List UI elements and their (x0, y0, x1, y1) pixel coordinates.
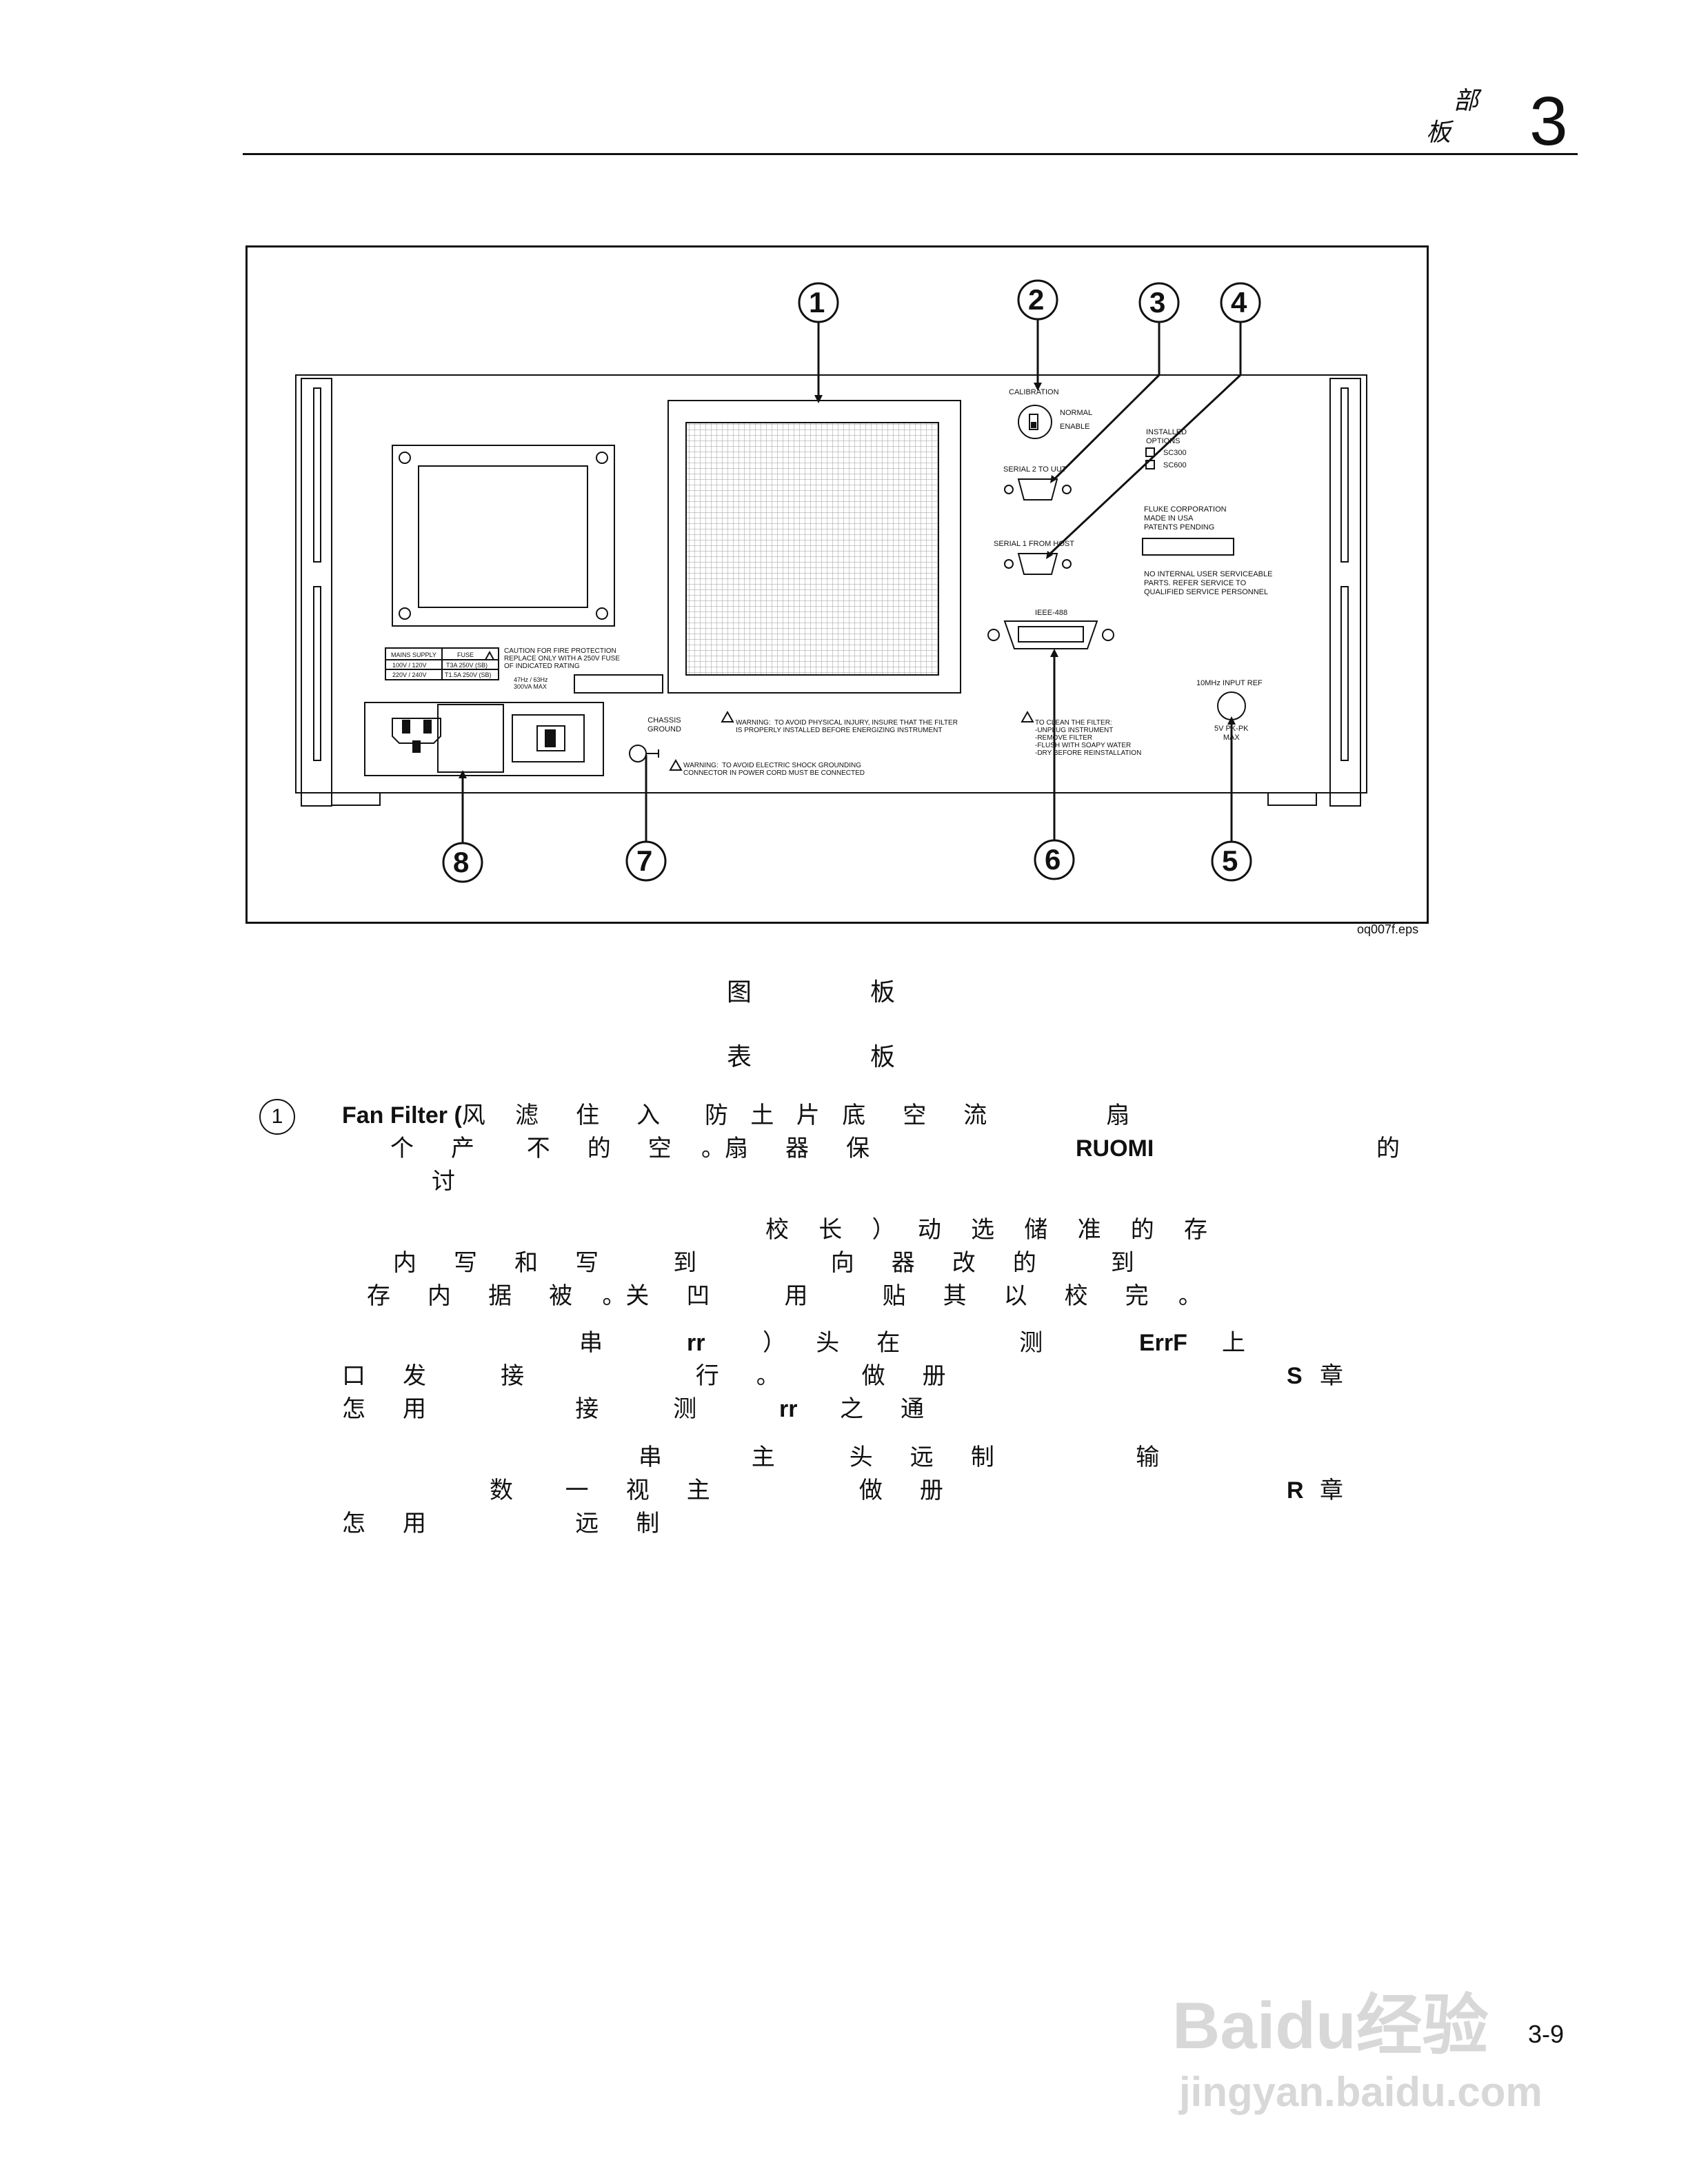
label-serial2: SERIAL 2 TO UUT (1003, 465, 1067, 474)
figure-caption-a: 图 (727, 978, 752, 1007)
label-f1: T3A 250V (SB) (446, 662, 488, 669)
label-normal: NORMAL (1060, 409, 1093, 417)
header-rule (243, 153, 1578, 155)
item-3-line-2-tail: 章 (1320, 1362, 1343, 1390)
label-warning-filter: WARNING: TO AVOID PHYSICAL INJURY, INSUR… (736, 719, 958, 734)
label-no-internal: NO INTERNAL USER SERVICEABLE PARTS. REFE… (1144, 570, 1273, 596)
label-sc300: SC300 (1163, 449, 1187, 457)
callout-2-circle (1017, 279, 1058, 321)
item-1-line-3: 讨 (432, 1168, 455, 1195)
label-freq: 47Hz / 63Hz 300VA MAX (514, 676, 548, 690)
label-ref-vpk: 5V PK-PK MAX (1214, 725, 1249, 742)
rear-panel-drawing (295, 279, 1367, 883)
label-calibration: CALIBRATION (1009, 388, 1059, 396)
item-4-line-2-tail: 章 (1320, 1477, 1343, 1504)
item-1-line-1: Fan Filter (风 滤 住 入 防 土 片 底 空 流 扇 (342, 1102, 1130, 1129)
label-fluke: FLUKE CORPORATION MADE IN USA PATENTS PE… (1144, 505, 1227, 532)
callout-3-circle (1138, 282, 1180, 323)
power-entry-module (364, 702, 604, 776)
serial2-connector (1017, 478, 1058, 501)
figure-frame: 1 2 3 4 5 6 7 8 CALIBRATION NORMAL ENABL… (245, 245, 1429, 924)
section-title-line2: 板 (1426, 119, 1451, 147)
label-warning-shock: WARNING: TO AVOID ELECTRIC SHOCK GROUNDI… (683, 762, 865, 777)
chapter-number: 3 (1529, 83, 1568, 160)
callout-6: 6 (1045, 843, 1061, 876)
table-caption-b: 板 (870, 1043, 896, 1071)
power-switch (437, 704, 504, 773)
watermark-logo: Baidu经验 (1172, 1989, 1489, 2063)
item-3-line-3-bold: rr (779, 1396, 798, 1422)
callout-1-circle (798, 282, 839, 323)
item-1-marker: 1 (259, 1099, 295, 1135)
callout-8: 8 (453, 846, 470, 878)
watermark-url: jingyan.baidu.com (1179, 2069, 1543, 2115)
callout-4-circle (1220, 282, 1261, 323)
label-ref-input: 10MHz INPUT REF (1196, 679, 1263, 687)
item-2-line-1: 校 长 ） 动 选 储 准 的 存 (765, 1216, 1208, 1244)
item-1-line-2-bold: RUOMI (1076, 1135, 1154, 1162)
callout-7-circle (625, 840, 667, 882)
right-handle (1329, 378, 1361, 807)
item-2-line-3: 存 内 据 被 。关 凹 用 贴 其 以 校 完 。 (367, 1282, 1202, 1310)
item-1-line-2: 个 产 不 的 空 。扇 器 保 (390, 1135, 870, 1162)
item-3-line-1c: 上 (1222, 1329, 1245, 1357)
fan-filter (667, 400, 961, 694)
page-number: 3-9 (1528, 2020, 1565, 2048)
label-fuse: FUSE (457, 651, 474, 658)
label-ieee488: IEEE-488 (1035, 609, 1068, 617)
ieee488-connector (1003, 620, 1098, 649)
callout-3: 3 (1149, 286, 1166, 318)
callout-5: 5 (1222, 845, 1238, 877)
item-3-line-1-bold-2: ErrF (1139, 1330, 1187, 1356)
item-4-line-1: 串 主 头 远 制 输 (639, 1444, 1160, 1471)
callout-1: 1 (809, 286, 825, 318)
item-3-line-1-bold: rr (687, 1330, 705, 1356)
callout-4: 4 (1231, 286, 1247, 318)
callout-2: 2 (1028, 283, 1045, 316)
item-3-line-3: 怎 用 接 测 (342, 1395, 697, 1423)
item-4-line-2: 数 一 视 主 做 册 (490, 1477, 943, 1504)
item-1-line-2-tail: 的 (1376, 1135, 1400, 1162)
item-3-line-2-bold: S (1287, 1363, 1303, 1389)
section-title-line1: 部 (1454, 87, 1479, 115)
ref-input-connector (1217, 691, 1246, 720)
label-chassis-ground: CHASSIS GROUND (647, 716, 681, 734)
transformer-plate (392, 445, 615, 627)
label-installed-options: INSTALLED OPTIONS (1146, 428, 1187, 445)
fan-filter-mesh (685, 422, 939, 676)
chassis-outline (295, 374, 1367, 793)
label-v1: 100V / 120V (392, 662, 427, 669)
left-handle (301, 378, 332, 807)
callout-6-circle (1034, 839, 1075, 880)
calibration-switch (1018, 405, 1052, 439)
label-sc600: SC600 (1163, 461, 1187, 469)
item-4-line-2-bold: R (1287, 1477, 1304, 1504)
table-caption-a: 表 (727, 1043, 752, 1071)
item-4-line-3: 怎 用 远 制 (342, 1510, 660, 1537)
figure-caption-b: 板 (870, 978, 896, 1007)
callout-5-circle (1211, 840, 1252, 882)
label-caution: CAUTION FOR FIRE PROTECTION REPLACE ONLY… (504, 647, 621, 670)
label-mains-supply: MAINS SUPPLY (391, 651, 436, 658)
callout-7: 7 (636, 845, 653, 877)
label-f2: T1.5A 250V (SB) (445, 671, 492, 678)
item-3-line-1b: ） 头 在 测 (763, 1329, 1043, 1357)
label-enable: ENABLE (1060, 423, 1090, 431)
chassis-ground-terminal (629, 745, 647, 762)
item-3-line-1a: 串 (579, 1329, 603, 1357)
callout-8-circle (442, 842, 483, 883)
item-2-line-2: 内 写 和 写 到 向 器 改 的 到 (393, 1249, 1134, 1277)
item-3-line-3-tail: 之 通 (840, 1395, 925, 1423)
label-v2: 220V / 240V (392, 671, 427, 678)
item-3-line-2: 口 发 接 行 。 做 册 (342, 1362, 946, 1390)
serial1-connector (1017, 553, 1058, 575)
figure-filename: oq007f.eps (1357, 922, 1419, 936)
label-serial1: SERIAL 1 FROM HOST (994, 540, 1074, 548)
label-clean-filter: TO CLEAN THE FILTER: -UNPLUG INSTRUMENT … (1035, 719, 1142, 757)
